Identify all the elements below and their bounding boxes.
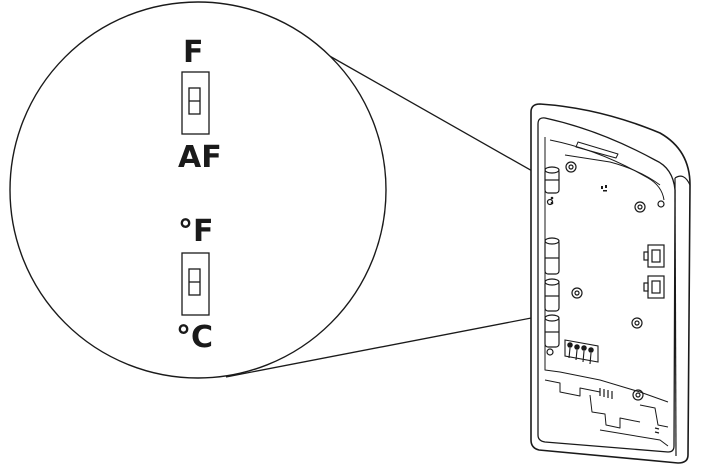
dip-switch-1 [181, 71, 210, 135]
device-dip-switches [643, 244, 665, 299]
dip-switch-2 [181, 252, 210, 316]
screw-holes [546, 161, 665, 401]
switch-1-top-label: F [183, 35, 204, 70]
switch-1-bottom-label: AF [178, 140, 222, 175]
switch-2-top-label: °F [178, 214, 214, 249]
terminal-block [564, 339, 599, 365]
board-marks [550, 185, 607, 205]
bottom-connector [599, 388, 660, 434]
magnifier-circle [9, 1, 387, 379]
capacitors [544, 166, 560, 348]
switch-2-bottom-label: °C [176, 320, 214, 355]
thermostat-back-plate [530, 103, 691, 464]
